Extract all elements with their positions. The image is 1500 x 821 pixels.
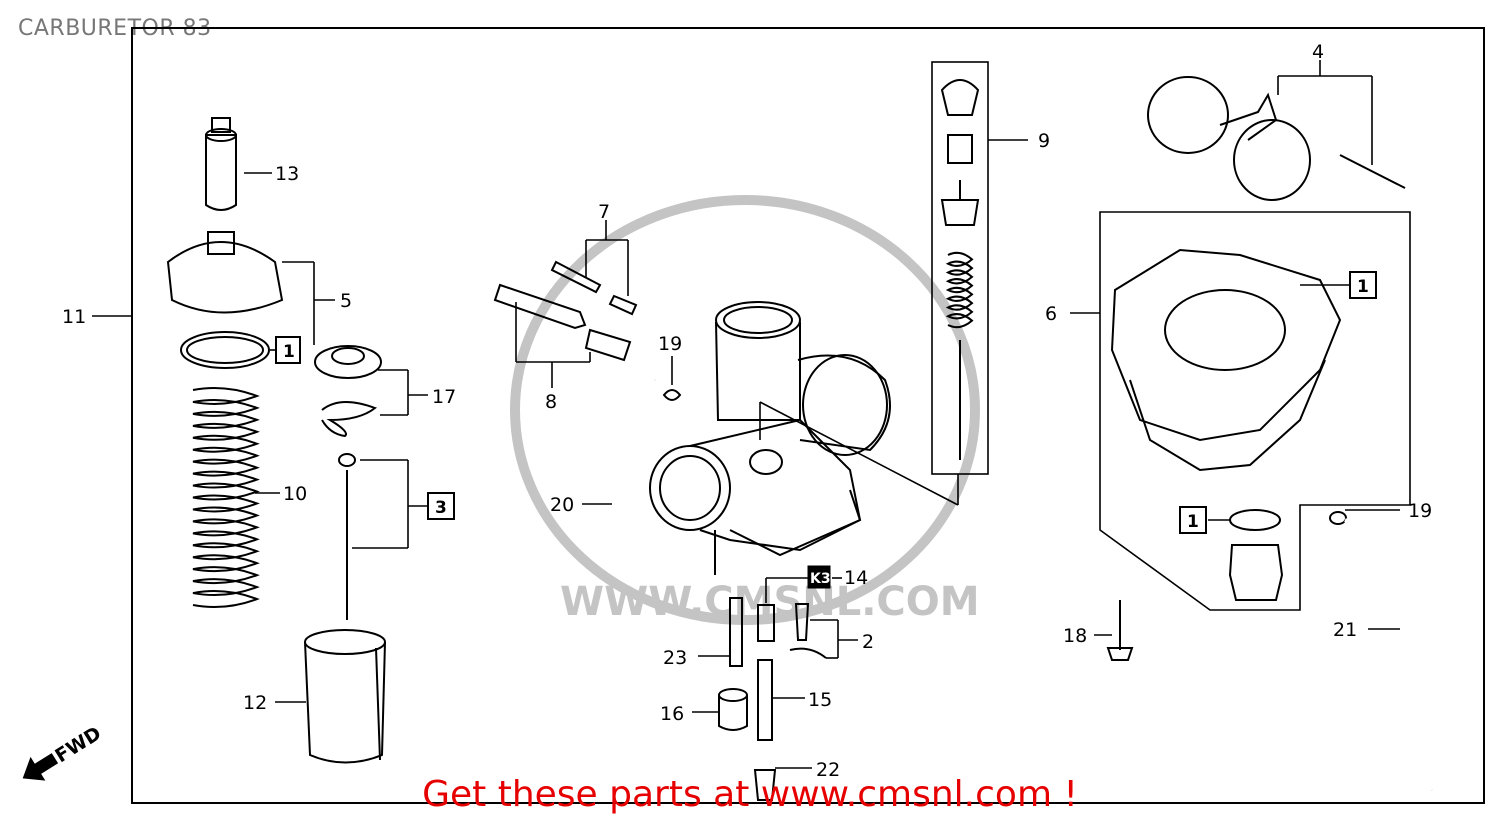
part-5-top-cap: 5 [166, 231, 352, 345]
part-15-needle-jet: 15 [757, 659, 832, 741]
part-22-jet-needle-holder: 22 [753, 759, 840, 801]
carburetor-body [649, 301, 959, 575]
part-17-needle-clip-set: 17 [314, 345, 456, 438]
part-19-clip-left: 19 [658, 333, 682, 401]
kit-box-k3-label: K3 [810, 571, 831, 587]
part-7-air-screw: 7 [550, 201, 638, 316]
kit-box-3: 3 [427, 492, 455, 520]
callout-2: 2 [862, 631, 874, 653]
callout-4: 4 [1312, 41, 1324, 63]
callout-19-right: 19 [1408, 500, 1432, 522]
part-6-float-chamber: 6 [1045, 211, 1411, 611]
fwd-label: FWD [51, 722, 105, 767]
part-12-throttle-valve: 12 [243, 629, 386, 764]
callout-22: 22 [816, 759, 840, 781]
kit-box-lower-1: 1 [1179, 506, 1207, 534]
part-jet-needle [338, 453, 428, 620]
cmsnl-watermark: WWW.CMSNL.COM [510, 195, 980, 625]
callout-17: 17 [432, 386, 456, 408]
footer-link-text[interactable]: Get these parts at www.cmsnl.com ! [422, 774, 1078, 815]
callout-7: 7 [598, 201, 610, 223]
part-10-throttle-spring: 10 [192, 386, 307, 609]
kit-box-left-1-label: 1 [283, 342, 295, 362]
part-4-float-assembly: 4 [1147, 41, 1406, 201]
part-8-throttle-stop-screw: 8 [493, 283, 632, 413]
callout-16: 16 [660, 703, 684, 725]
callout-13: 13 [275, 163, 299, 185]
kit-box-k3: K3 [807, 565, 842, 589]
callout-11: 11 [62, 306, 86, 328]
diagram-frame [131, 27, 1485, 804]
callout-10: 10 [283, 483, 307, 505]
kit-box-right-1: 1 [1349, 271, 1377, 299]
callout-23: 23 [663, 647, 687, 669]
part-20-vent-tube: 20 [550, 371, 656, 586]
part-11-assembly-bracket: 11 [62, 306, 132, 328]
part-16-jet-holder: 16 [660, 688, 748, 731]
kit-box-lower-1-label: 1 [1187, 512, 1199, 532]
callout-12: 12 [243, 692, 267, 714]
callout-21: 21 [1333, 619, 1357, 641]
callout-18: 18 [1063, 625, 1087, 647]
callout-6: 6 [1045, 303, 1057, 325]
callout-20: 20 [550, 494, 574, 516]
part-13-cable-adjuster: 13 [205, 117, 299, 211]
callout-14: 14 [844, 567, 868, 589]
kit-box-left-1: 1 [275, 336, 301, 364]
callout-9: 9 [1038, 130, 1050, 152]
kit-box-right-1-label: 1 [1357, 277, 1369, 297]
callout-19-left: 19 [658, 333, 682, 355]
part-18-screw: 18 [1063, 600, 1134, 661]
callout-5: 5 [340, 290, 352, 312]
kit-box-3-label: 3 [435, 498, 447, 518]
watermark-text: WWW.CMSNL.COM [560, 579, 980, 625]
part-21-drain-tube: 21 [1333, 518, 1434, 792]
part-9-needle-jet-assembly: 9 [931, 61, 1050, 505]
part-cap-o-ring [180, 331, 276, 369]
callout-15: 15 [808, 689, 832, 711]
callout-8: 8 [545, 391, 557, 413]
part-drain-plug [1208, 509, 1284, 601]
part-14-main-jet: 14 [757, 567, 868, 642]
part-2-pilot-jet: 2 [789, 603, 874, 659]
part-23-starter-jet: 23 [663, 597, 743, 669]
part-19-clip-right: 19 [1329, 500, 1432, 525]
